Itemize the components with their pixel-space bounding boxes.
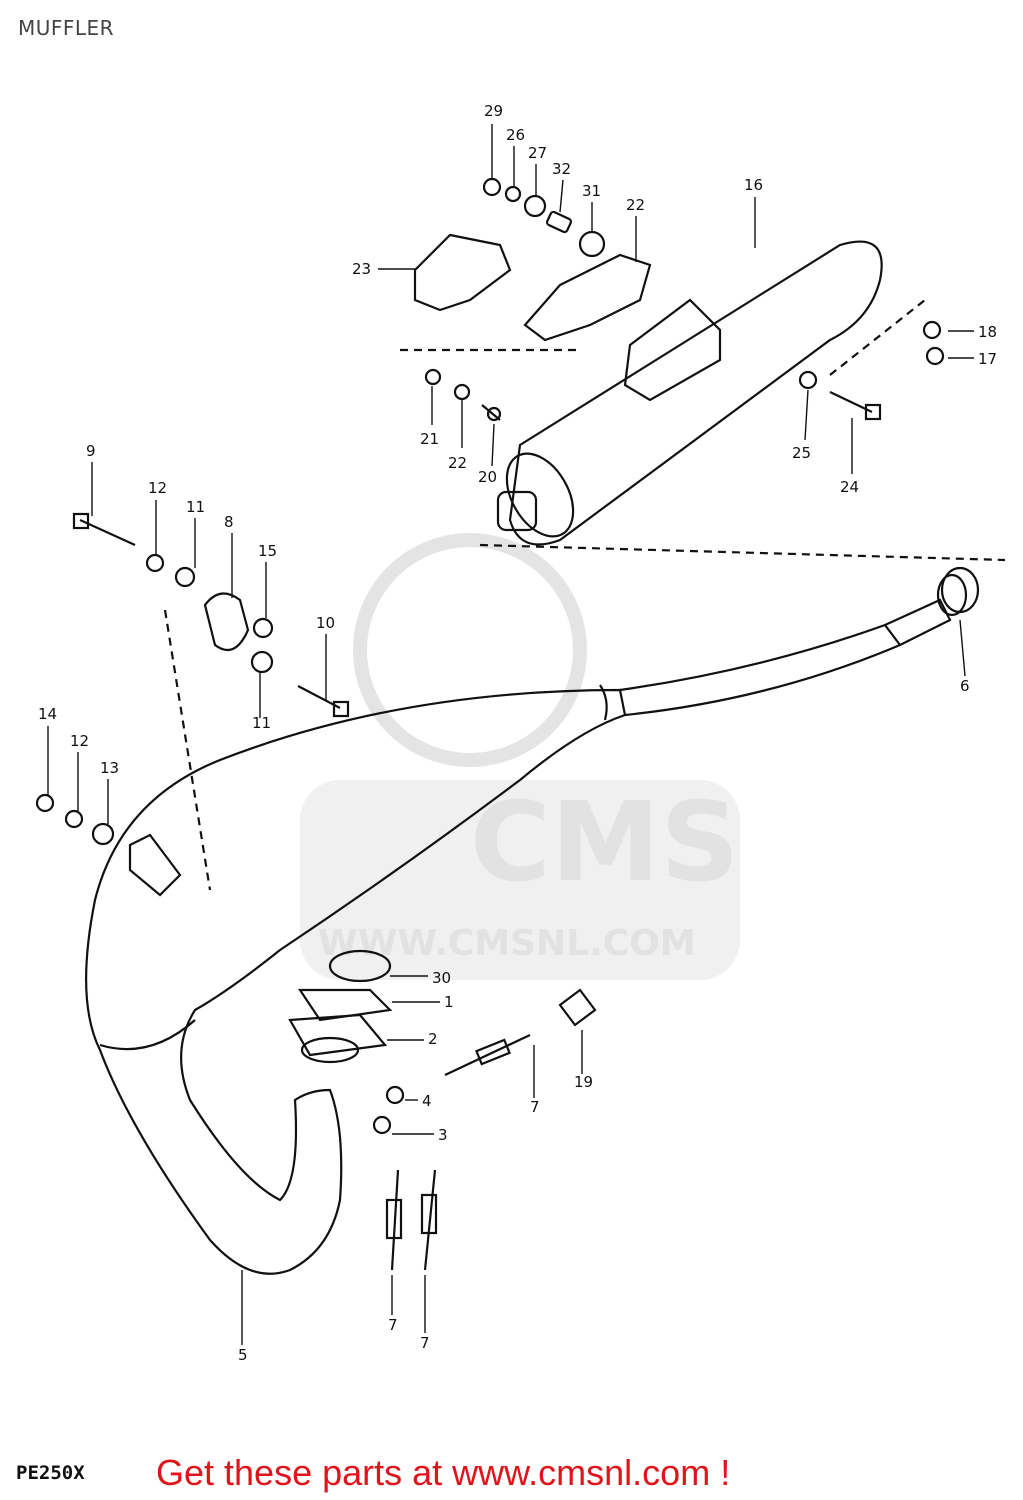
hook-19 — [558, 988, 597, 1027]
part-label: 22 — [626, 196, 645, 214]
part-label: 21 — [420, 430, 439, 448]
watermark-url: WWW.CMSNL.COM — [318, 923, 696, 964]
part-labels: 29 26 27 32 31 22 16 23 18 17 21 22 20 2… — [38, 102, 997, 1364]
spring-7b — [390, 1169, 400, 1271]
part-label: 1 — [444, 993, 454, 1011]
silencer — [496, 240, 883, 546]
part-label: 18 — [978, 323, 997, 341]
part-label: 9 — [86, 442, 96, 460]
part-label: 7 — [388, 1316, 398, 1334]
cta-banner[interactable]: Get these parts at www.cmsnl.com ! — [156, 1452, 730, 1494]
damper-8 — [203, 592, 250, 652]
part-label: 15 — [258, 542, 277, 560]
part-label: 6 — [960, 677, 970, 695]
gasket-30 — [328, 949, 392, 983]
expansion-chamber — [85, 688, 627, 1275]
part-label: 24 — [840, 478, 859, 496]
flange-1 — [297, 988, 393, 1022]
part-label: 26 — [506, 126, 525, 144]
part-label: 2 — [428, 1030, 438, 1048]
part-label: 12 — [70, 732, 89, 750]
part-label: 8 — [224, 513, 234, 531]
part-label: 3 — [438, 1126, 448, 1144]
part-label: 32 — [552, 160, 571, 178]
part-label: 12 — [148, 479, 167, 497]
part-label: 14 — [38, 705, 57, 723]
part-label: 7 — [530, 1098, 540, 1116]
part-label: 7 — [420, 1334, 430, 1352]
part-label: 19 — [574, 1073, 593, 1091]
part-label: 25 — [792, 444, 811, 462]
spring-7c — [423, 1169, 437, 1271]
part-label: 23 — [352, 260, 371, 278]
part-label: 27 — [528, 144, 547, 162]
cta-link[interactable]: www.cmsnl.com — [452, 1452, 711, 1493]
part-label: 20 — [478, 468, 497, 486]
part-label: 16 — [744, 176, 763, 194]
page-title: MUFFLER — [18, 16, 115, 40]
part-label: 11 — [186, 498, 205, 516]
part-label: 11 — [252, 714, 271, 732]
bracket-23 — [523, 253, 652, 342]
part-label: 31 — [582, 182, 601, 200]
tail-pipe — [619, 598, 952, 717]
part-label: 10 — [316, 614, 335, 632]
bracket-24 — [413, 233, 512, 312]
part-label: 5 — [238, 1346, 248, 1364]
watermark-brand: CMS — [470, 778, 739, 906]
part-label: 17 — [978, 350, 997, 368]
flange-2 — [288, 1013, 388, 1057]
cta-suffix: ! — [710, 1452, 731, 1493]
part-label: 22 — [448, 454, 467, 472]
part-label: 30 — [432, 969, 451, 987]
cta-prefix: Get these parts at — [156, 1452, 453, 1493]
clamp-ring — [940, 566, 980, 614]
model-code: PE250X — [16, 1462, 85, 1484]
spring-7a — [444, 1034, 531, 1076]
part-label: 4 — [422, 1092, 432, 1110]
part-label: 29 — [484, 102, 503, 120]
watermark: CMS WWW.CMSNL.COM — [300, 533, 740, 980]
part-label: 13 — [100, 759, 119, 777]
